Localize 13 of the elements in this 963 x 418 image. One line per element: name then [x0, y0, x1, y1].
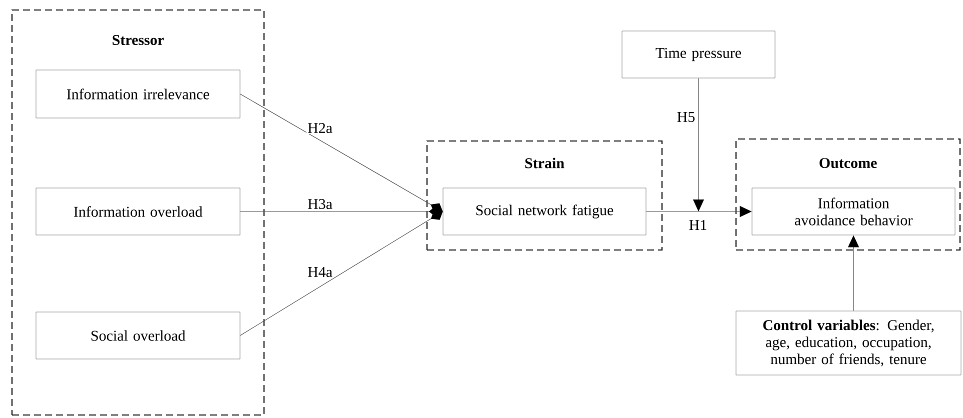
variable-box: Information irrelevance — [36, 70, 240, 118]
edge-label: H4a — [306, 266, 334, 278]
variable-box: Time pressure — [622, 30, 776, 78]
arrow — [240, 210, 443, 336]
variable-box: Information overload — [36, 188, 240, 236]
variable-box: Control variables: Gender, age, education, occupation, number of friends, tenure — [736, 310, 962, 376]
variable-box: Social network fatigue — [442, 188, 646, 236]
variable-box: Social overload — [36, 312, 240, 360]
edge-label: H5 — [676, 111, 696, 123]
variable-box: Information avoidance behavior — [752, 188, 956, 236]
edge-label: H2a — [306, 122, 334, 134]
edge-label: H1 — [688, 219, 708, 231]
edge-label: H3a — [306, 198, 334, 210]
